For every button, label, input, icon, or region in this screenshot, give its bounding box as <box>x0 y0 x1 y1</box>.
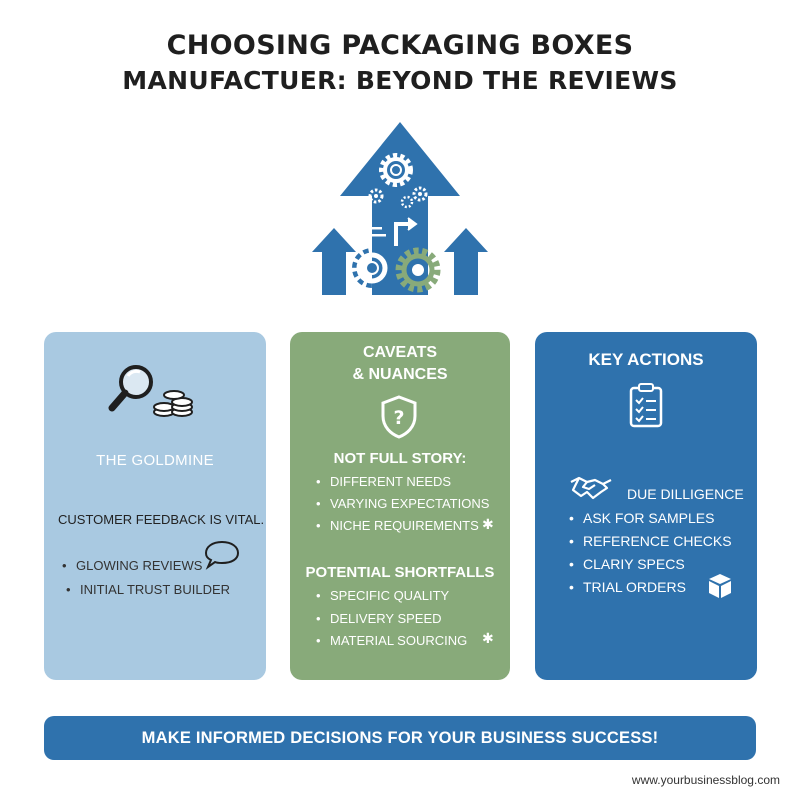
list-item: •NICHE REQUIREMENTS <box>316 518 479 533</box>
magnifier-icon <box>106 362 158 418</box>
up-arrow-icon <box>444 228 488 295</box>
gear-icon <box>412 186 428 202</box>
due-diligence-label: DUE DILLIGENCE <box>627 486 744 502</box>
sparkle-icon: ✱ <box>482 516 494 532</box>
goldmine-lead: CUSTOMER FEEDBACK IS VITAL. <box>58 512 265 527</box>
shield-question-icon: ? <box>378 394 420 440</box>
hero-illustration <box>310 120 490 300</box>
title-line-1: CHOOSING PACKAGING BOXES <box>166 30 634 61</box>
key-actions-heading: KEY ACTIONS <box>588 350 704 369</box>
sparkle-icon: ✱ <box>482 630 494 646</box>
list-item: •TRIAL ORDERS <box>569 579 686 595</box>
list-item: •VARYING EXPECTATIONS <box>316 496 490 511</box>
potential-shortfalls-heading: POTENTIAL SHORTFALLS <box>305 564 495 581</box>
list-item: •ASK FOR SAMPLES <box>569 510 715 526</box>
goldmine-panel: THE GOLDMINE CUSTOMER FEEDBACK IS VITAL.… <box>44 332 266 680</box>
up-arrow-icon <box>312 228 356 295</box>
goldmine-heading: THE GOLDMINE <box>96 452 214 469</box>
svg-text:?: ? <box>393 407 404 429</box>
clipboard-checklist-icon <box>627 382 665 428</box>
cta-banner: MAKE INFORMED DECISIONS FOR YOUR BUSINES… <box>44 716 756 760</box>
box-icon <box>707 572 733 600</box>
handshake-icon <box>569 474 613 502</box>
list-item: •GLOWING REVIEWS <box>62 558 203 573</box>
not-full-story-heading: NOT FULL STORY: <box>333 450 467 467</box>
speech-bubble-icon <box>204 540 240 570</box>
caveats-heading: CAVEATS & NUANCES <box>352 344 448 383</box>
direction-arrow-icon <box>394 217 418 246</box>
coins-icon <box>152 386 198 418</box>
gear-icon <box>368 188 384 204</box>
list-icon <box>372 227 386 237</box>
caveats-panel: CAVEATS & NUANCES ? NOT FULL STORY: •DIF… <box>290 332 510 680</box>
list-item: •DIFFERENT NEEDS <box>316 474 452 489</box>
list-item: •DELIVERY SPEED <box>316 611 442 626</box>
title-line-2: MANUFACTUER: BEYOND THE REVIEWS <box>122 66 678 95</box>
list-item: •CLARIY SPECS <box>569 556 685 572</box>
up-arrow-icon <box>340 122 460 295</box>
footer-url: www.yourbusinessblog.com <box>631 773 780 787</box>
list-item: •MATERIAL SOURCING <box>316 633 468 648</box>
gear-icon <box>379 153 413 187</box>
gear-icon <box>400 195 414 209</box>
list-item: •SPECIFIC QUALITY <box>316 588 450 603</box>
gear-icon <box>352 248 392 288</box>
list-item: •INITIAL TRUST BUILDER <box>66 582 231 597</box>
gear-icon <box>395 247 441 293</box>
key-actions-panel: KEY ACTIONS DUE DILLIGENCE •ASK FOR SAMP… <box>535 332 757 680</box>
list-item: •REFERENCE CHECKS <box>569 533 732 549</box>
